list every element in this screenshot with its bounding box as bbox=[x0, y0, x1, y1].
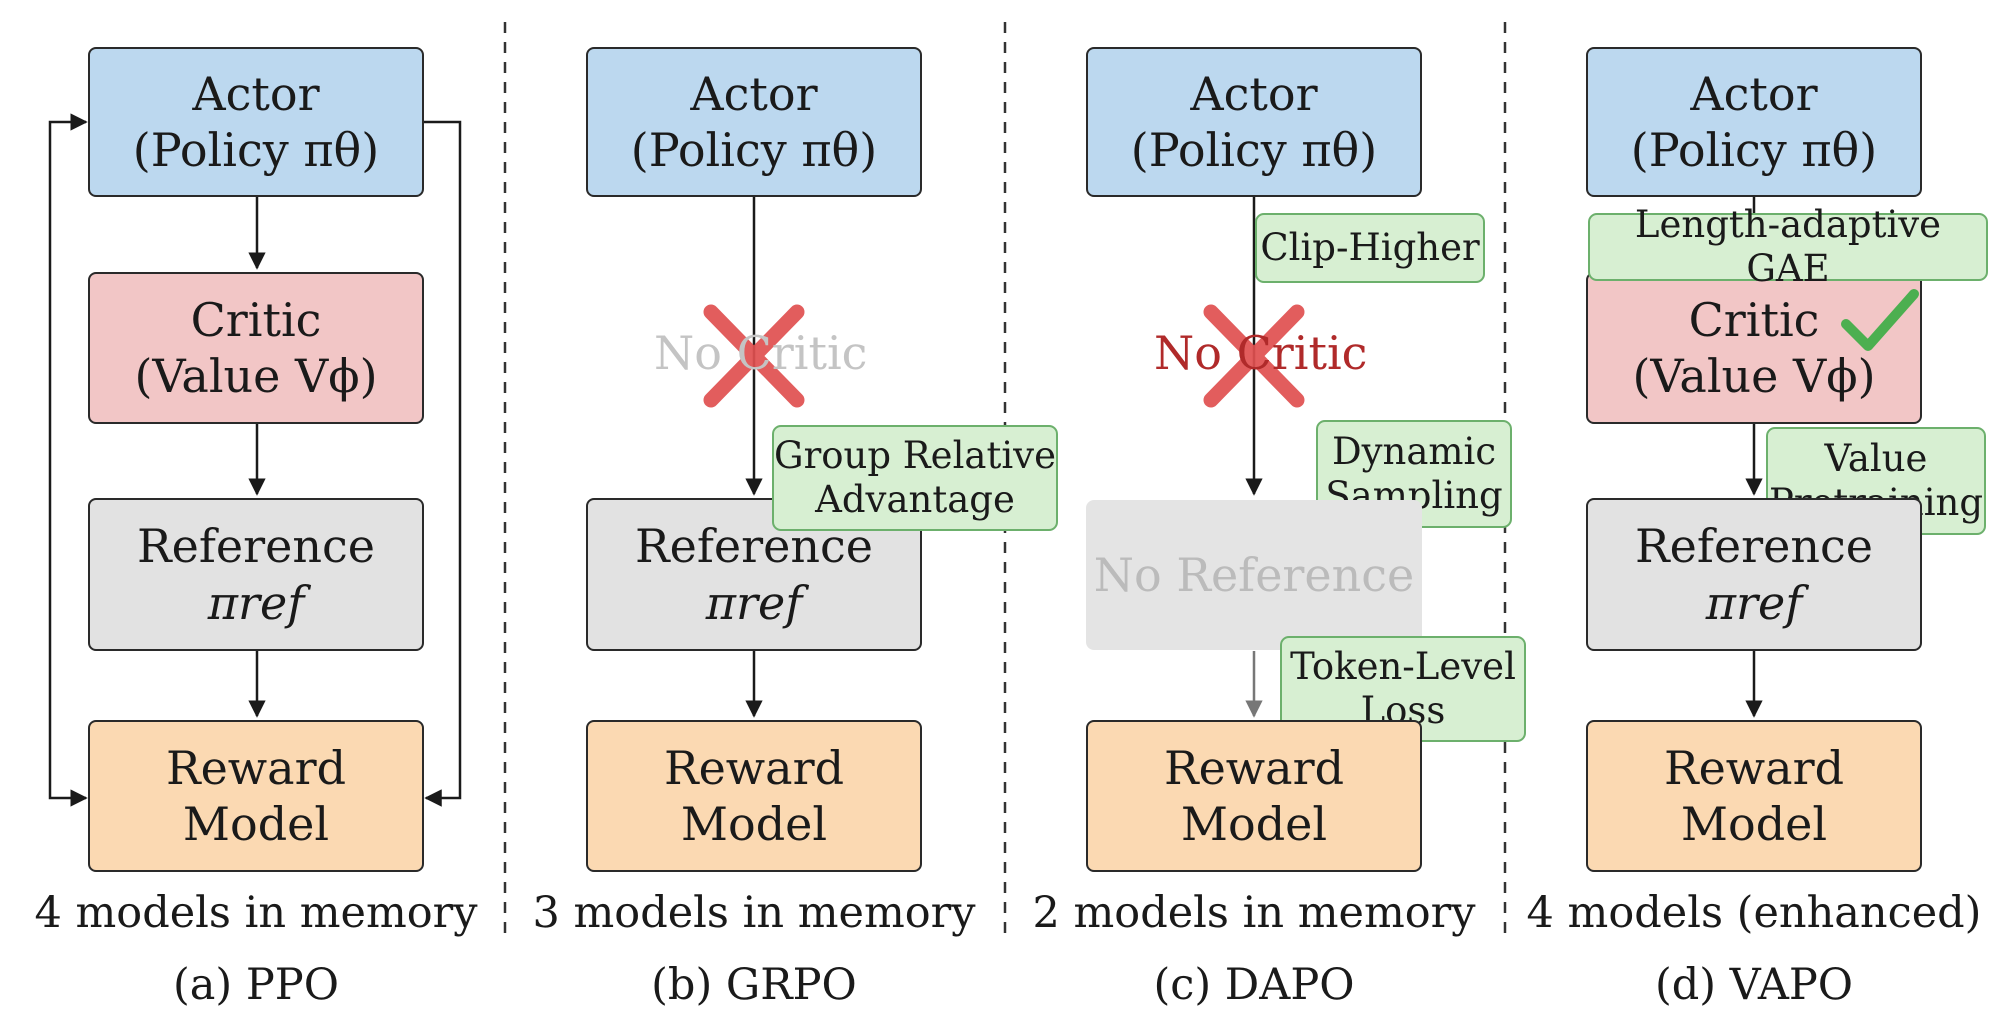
actor-policy-label: (Policy πθ) bbox=[1630, 123, 1878, 177]
reference-box-d: Reference πref bbox=[1586, 498, 1922, 651]
actor-box-d: Actor (Policy πθ) bbox=[1586, 47, 1922, 197]
memory-caption-c: 2 models in memory bbox=[1032, 888, 1476, 938]
checkmark-icon bbox=[1841, 289, 1919, 351]
cross-icon-critic-c bbox=[1203, 304, 1305, 408]
reward-model-label: Model bbox=[182, 797, 330, 851]
annotation-length-adaptive-gae: Length-adaptive GAE bbox=[1588, 203, 1988, 290]
critic-label: Critic bbox=[190, 292, 322, 347]
reward-model-label: Model bbox=[1180, 797, 1328, 851]
reward-box-c: Reward Model bbox=[1086, 720, 1422, 872]
annotation-clip-higher: Clip-Higher bbox=[1255, 213, 1485, 283]
reward-model-label: Model bbox=[1680, 797, 1828, 851]
reward-label: Reward bbox=[663, 740, 845, 795]
reference-label: Reference bbox=[137, 519, 375, 574]
memory-caption-b: 3 models in memory bbox=[532, 888, 976, 938]
reference-symbol: πref bbox=[1705, 575, 1803, 630]
reference-label: Reference bbox=[1635, 519, 1873, 574]
reference-symbol: πref bbox=[207, 575, 305, 630]
reward-label: Reward bbox=[165, 740, 347, 795]
actor-label: Actor bbox=[1190, 66, 1318, 121]
no-critic-label-b: No Critic bbox=[654, 326, 868, 380]
no-reference-box-c: No Reference bbox=[1086, 500, 1422, 650]
annotation-group-relative-advantage: Group Relative Advantage bbox=[772, 425, 1058, 531]
panel-title-a: (a) PPO bbox=[173, 960, 339, 1010]
no-critic-label-c: No Critic bbox=[1154, 326, 1368, 380]
panel-title-b: (b) GRPO bbox=[651, 960, 857, 1010]
reward-box-b: Reward Model bbox=[586, 720, 922, 872]
reward-box-d: Reward Model bbox=[1586, 720, 1922, 872]
actor-box-a: Actor (Policy πθ) bbox=[88, 47, 424, 197]
reward-label: Reward bbox=[1163, 740, 1345, 795]
reward-box-a: Reward Model bbox=[88, 720, 424, 872]
actor-label: Actor bbox=[192, 66, 320, 121]
actor-policy-label: (Policy πθ) bbox=[630, 123, 878, 177]
cross-icon-critic-b bbox=[703, 304, 805, 408]
actor-policy-label: (Policy πθ) bbox=[132, 123, 380, 177]
critic-value-label: (Value Vϕ) bbox=[1632, 349, 1876, 403]
critic-label: Critic bbox=[1688, 292, 1820, 347]
actor-label: Actor bbox=[1690, 66, 1818, 121]
actor-box-c: Actor (Policy πθ) bbox=[1086, 47, 1422, 197]
actor-policy-label: (Policy πθ) bbox=[1130, 123, 1378, 177]
reference-symbol: πref bbox=[705, 575, 803, 630]
memory-caption-a: 4 models in memory bbox=[34, 888, 478, 938]
critic-box-a: Critic (Value Vϕ) bbox=[88, 272, 424, 424]
reference-box-a: Reference πref bbox=[88, 498, 424, 651]
actor-box-b: Actor (Policy πθ) bbox=[586, 47, 922, 197]
reward-label: Reward bbox=[1663, 740, 1845, 795]
actor-label: Actor bbox=[690, 66, 818, 121]
panel-title-c: (c) DAPO bbox=[1153, 960, 1355, 1010]
memory-caption-d: 4 models (enhanced) bbox=[1526, 888, 1982, 938]
annotation-token-level-loss: Token-Level Loss bbox=[1280, 636, 1526, 742]
feedback-loop-left bbox=[48, 113, 88, 807]
critic-value-label: (Value Vϕ) bbox=[134, 349, 378, 403]
reward-model-label: Model bbox=[680, 797, 828, 851]
feedback-loop-right bbox=[424, 120, 462, 807]
panel-title-d: (d) VAPO bbox=[1654, 960, 1854, 1010]
no-reference-label: No Reference bbox=[1093, 547, 1415, 602]
